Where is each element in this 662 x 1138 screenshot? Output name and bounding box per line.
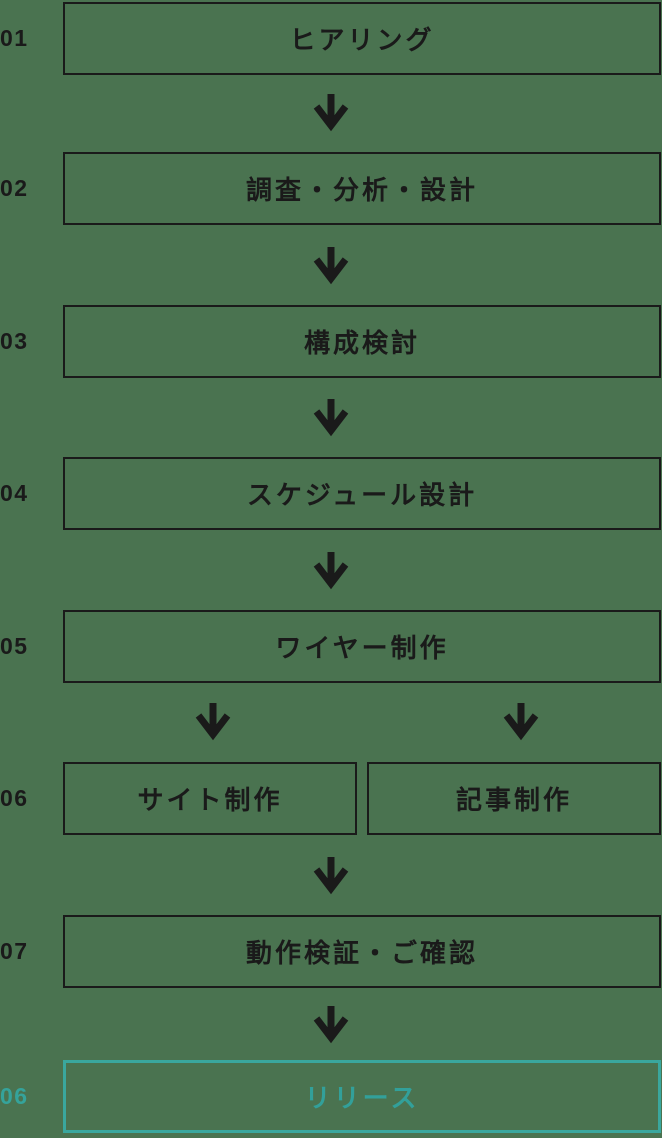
step-box: スケジュール設計 <box>63 457 661 530</box>
down-arrow-icon <box>313 552 349 590</box>
step-box: 調査・分析・設計 <box>63 152 661 225</box>
step-box-site: サイト制作 <box>63 762 357 835</box>
down-arrow-icon <box>195 703 231 741</box>
step-box: ワイヤー制作 <box>63 610 661 683</box>
step-box-release: リリース <box>63 1060 661 1133</box>
down-arrow-icon <box>313 1006 349 1044</box>
down-arrow-icon <box>313 857 349 895</box>
down-arrow-icon <box>313 94 349 132</box>
step-number: 02 <box>0 175 29 201</box>
step-label: スケジュール設計 <box>246 480 478 510</box>
down-arrow-icon <box>313 247 349 285</box>
step-number: 03 <box>0 328 29 354</box>
step-label: ワイヤー制作 <box>275 633 449 663</box>
step-label: サイト制作 <box>137 785 283 815</box>
step-number: 06 <box>0 785 29 811</box>
step-number: 05 <box>0 633 29 659</box>
step-label: 記事制作 <box>455 785 572 815</box>
step-number: 01 <box>0 25 29 51</box>
step-box-article: 記事制作 <box>367 762 661 835</box>
step-label: 動作検証・ご確認 <box>245 938 478 968</box>
step-box: ヒアリング <box>63 2 661 75</box>
down-arrow-icon <box>313 399 349 437</box>
step-number: 04 <box>0 480 29 506</box>
step-number: 07 <box>0 938 29 964</box>
step-label: ヒアリング <box>289 25 435 55</box>
step-label: リリース <box>304 1083 420 1113</box>
step-label: 構成検討 <box>303 328 420 358</box>
step-label: 調査・分析・設計 <box>245 175 478 205</box>
down-arrow-icon <box>503 703 539 741</box>
step-number: 06 <box>0 1083 29 1109</box>
step-box: 構成検討 <box>63 305 661 378</box>
step-box: 動作検証・ご確認 <box>63 915 661 988</box>
